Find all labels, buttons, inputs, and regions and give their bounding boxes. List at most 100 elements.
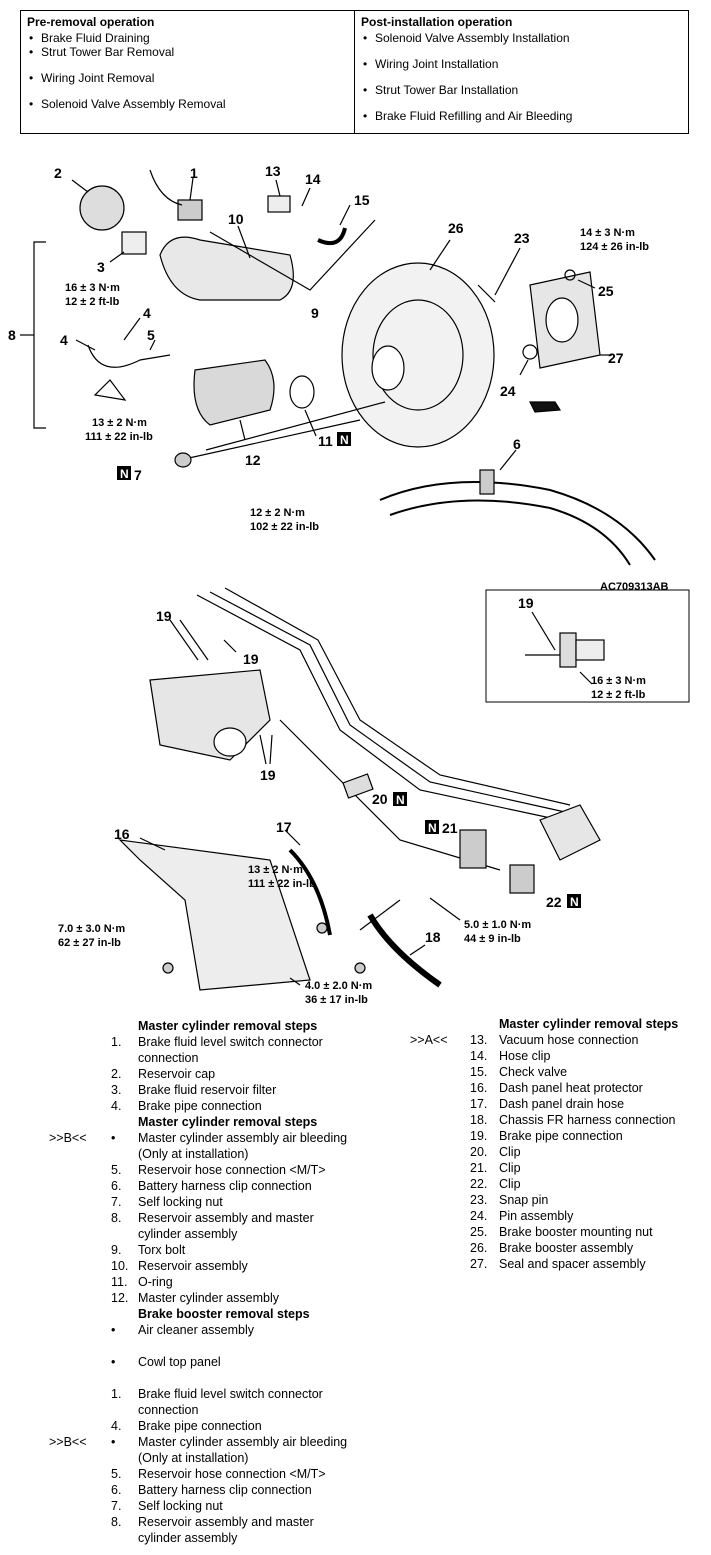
step-text: Air cleaner assembly bbox=[138, 1323, 255, 1337]
torque-spec: 7.0 ± 3.0 N·m bbox=[58, 923, 125, 935]
operations-table: Pre-removal operation Brake Fluid Draini… bbox=[20, 10, 689, 134]
step-item: 5. Reservoir hose connection <M/T> bbox=[49, 1162, 369, 1178]
step-number: 7. bbox=[111, 1195, 122, 1209]
step-text: Cowl top panel bbox=[138, 1355, 221, 1369]
step-item: 12.Master cylinder assembly bbox=[49, 1290, 369, 1306]
step-text: Brake fluid reservoir filter bbox=[138, 1083, 277, 1097]
n-mark: N bbox=[120, 467, 129, 481]
step-text: Chassis FR harness connection bbox=[499, 1113, 676, 1127]
step-item: >>A<<13.Vacuum hose connection bbox=[410, 1032, 710, 1048]
torque-spec: 12 ± 2 ft-lb bbox=[591, 689, 646, 701]
step-item: 11.O-ring bbox=[49, 1274, 369, 1290]
callout-11: 11 bbox=[318, 433, 333, 449]
step-text: Clip bbox=[499, 1177, 521, 1191]
steps-heading-text: Master cylinder removal steps bbox=[138, 1115, 318, 1129]
step-number: 4. bbox=[111, 1419, 122, 1433]
step-text: O-ring bbox=[138, 1275, 173, 1289]
step-item: 17.Dash panel drain hose bbox=[410, 1096, 710, 1112]
callout-9: 9 bbox=[311, 305, 319, 321]
step-number: • bbox=[111, 1131, 116, 1145]
step-item: >>B<<•Master cylinder assembly air bleed… bbox=[49, 1130, 369, 1162]
steps-list-right: Master cylinder removal steps>>A<<13.Vac… bbox=[410, 1016, 710, 1272]
step-text: Reservoir hose connection <M/T> bbox=[138, 1163, 326, 1177]
callout-1: 1 bbox=[190, 165, 198, 181]
step-item: 23. Snap pin bbox=[410, 1192, 710, 1208]
step-number: 3. bbox=[111, 1083, 122, 1097]
step-number: 16. bbox=[470, 1081, 488, 1095]
callout-10: 10 bbox=[228, 211, 244, 227]
step-item: 1. Brake fluid level switch connector con… bbox=[49, 1386, 369, 1418]
step-number: 18. bbox=[470, 1113, 488, 1127]
callout-6: 6 bbox=[513, 436, 521, 452]
callout-26: 26 bbox=[448, 220, 464, 236]
step-text: Battery harness clip connection bbox=[138, 1483, 312, 1497]
step-number: 6. bbox=[111, 1483, 122, 1497]
callout-15: 15 bbox=[354, 192, 370, 208]
step-text: Reservoir assembly bbox=[138, 1259, 248, 1273]
callout-19: 19 bbox=[260, 767, 276, 783]
steps-heading-text: Brake booster removal steps bbox=[138, 1307, 310, 1321]
step-item: 6. Battery harness clip connection bbox=[49, 1482, 369, 1498]
post-installation-item: Wiring Joint Installation bbox=[361, 57, 682, 71]
post-installation-item: Strut Tower Bar Installation bbox=[361, 83, 682, 97]
pre-removal-item: Brake Fluid Draining bbox=[27, 31, 348, 45]
steps-heading-text: Master cylinder removal steps bbox=[138, 1019, 318, 1033]
step-number: 1. bbox=[111, 1035, 122, 1049]
pre-removal-column: Pre-removal operation Brake Fluid Draini… bbox=[21, 11, 354, 133]
step-number: 13. bbox=[470, 1033, 488, 1047]
callout-3: 3 bbox=[97, 259, 105, 275]
step-text: Reservoir assembly and master cylinder a… bbox=[138, 1515, 314, 1545]
step-text: Vacuum hose connection bbox=[499, 1033, 639, 1047]
post-installation-heading: Post-installation operation bbox=[361, 15, 513, 29]
callout-8: 8 bbox=[8, 327, 16, 343]
callout-4: 4 bbox=[60, 332, 68, 348]
step-item: 25.Brake booster mounting nut bbox=[410, 1224, 710, 1240]
step-item: 9.Torx bolt bbox=[49, 1242, 369, 1258]
step-number: 17. bbox=[470, 1097, 488, 1111]
step-number: 1. bbox=[111, 1387, 122, 1401]
step-number: 23. bbox=[470, 1193, 488, 1207]
step-item: 14.Hose clip bbox=[410, 1048, 710, 1064]
step-item: 21.Clip bbox=[410, 1160, 710, 1176]
n-mark: N bbox=[396, 793, 405, 807]
step-reference-mark: >>B<< bbox=[49, 1435, 87, 1449]
torque-spec: 5.0 ± 1.0 N·m bbox=[464, 919, 531, 931]
n-mark: N bbox=[428, 821, 437, 835]
step-reference-mark: >>B<< bbox=[49, 1131, 87, 1145]
torque-spec: 124 ± 26 in-lb bbox=[580, 241, 649, 253]
n-mark-badge: N bbox=[567, 894, 581, 909]
callout-5: 5 bbox=[147, 327, 155, 343]
step-number: 24. bbox=[470, 1209, 488, 1223]
step-number: 19. bbox=[470, 1129, 488, 1143]
post-installation-item: Brake Fluid Refilling and Air Bleeding bbox=[361, 109, 682, 123]
torque-spec: 111 ± 22 in-lb bbox=[85, 431, 153, 443]
step-text: Brake fluid level switch connector conne… bbox=[138, 1387, 323, 1417]
step-item: 22.Clip bbox=[410, 1176, 710, 1192]
step-text: Master cylinder assembly bbox=[138, 1291, 280, 1305]
torque-spec: 13 ± 2 N·m bbox=[92, 417, 147, 429]
torque-spec: 44 ± 9 in-lb bbox=[464, 933, 521, 945]
step-number: 5. bbox=[111, 1163, 122, 1177]
step-number: 15. bbox=[470, 1065, 488, 1079]
torque-spec: 111 ± 22 in-lb bbox=[248, 878, 316, 890]
step-text: Master cylinder assembly air bleeding (O… bbox=[138, 1435, 348, 1465]
step-number: 10. bbox=[111, 1259, 129, 1273]
step-item: >>B<<•Master cylinder assembly air bleed… bbox=[49, 1434, 369, 1466]
torque-spec: 36 ± 17 in-lb bbox=[305, 994, 368, 1006]
step-item: 15.Check valve bbox=[410, 1064, 710, 1080]
steps-list-left: Master cylinder removal steps 1. Brake flu… bbox=[49, 1018, 369, 1546]
steps-heading: Master cylinder removal steps bbox=[49, 1018, 369, 1034]
figure-code: AC709313AB bbox=[600, 581, 669, 593]
step-item: •Cowl top panel bbox=[49, 1354, 369, 1386]
step-number: 8. bbox=[111, 1211, 122, 1225]
callout-4: 4 bbox=[143, 305, 151, 321]
step-text: Snap pin bbox=[499, 1193, 549, 1207]
torque-spec: 13 ± 2 N·m bbox=[248, 864, 303, 876]
step-text: Reservoir hose connection <M/T> bbox=[138, 1467, 326, 1481]
step-text: Hose clip bbox=[499, 1049, 551, 1063]
callout-14: 14 bbox=[305, 171, 321, 187]
step-text: Battery harness clip connection bbox=[138, 1179, 312, 1193]
step-number: 2. bbox=[111, 1067, 122, 1081]
step-number: 6. bbox=[111, 1179, 122, 1193]
callout-22: 22 bbox=[546, 894, 562, 910]
